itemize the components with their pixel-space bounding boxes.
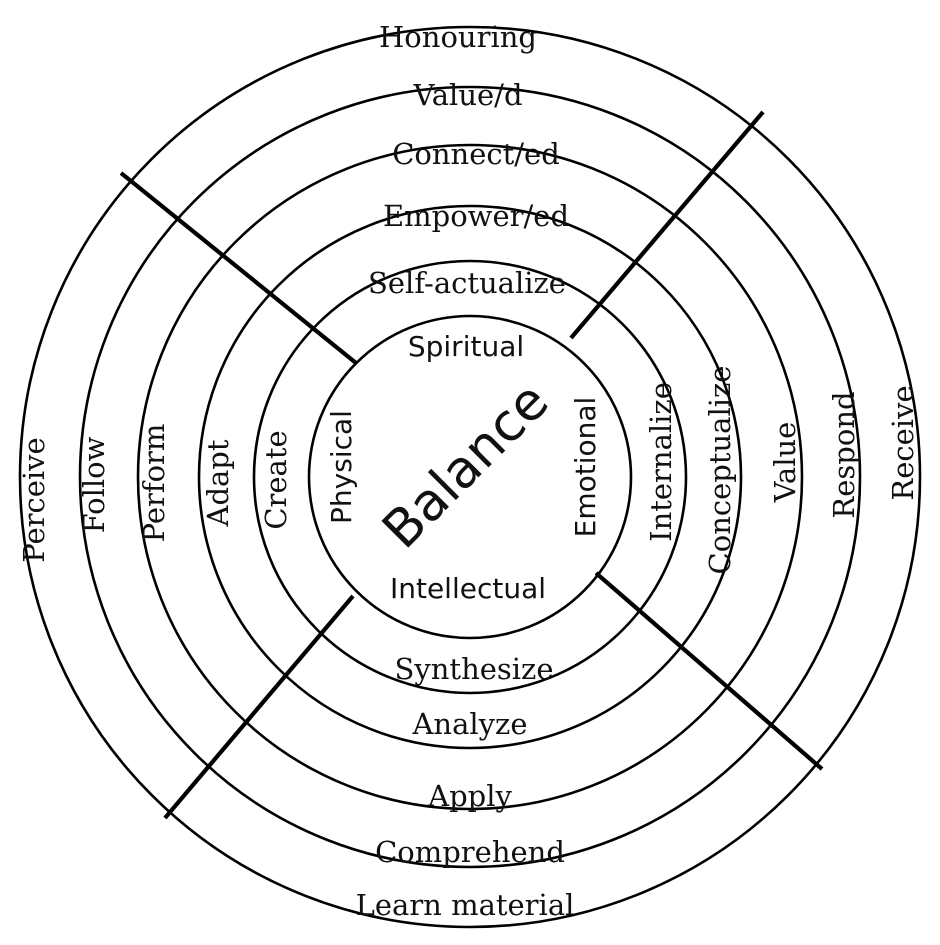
ring-4	[78, 85, 862, 869]
divider-top-right	[569, 110, 765, 340]
ring-label-bottom-1: Synthesize	[394, 652, 553, 686]
domain-labels: Spiritual Intellectual Physical Emotiona…	[325, 330, 602, 605]
ring-5	[18, 25, 922, 929]
divider-bottom-left	[163, 594, 355, 820]
ring-2	[197, 204, 743, 750]
domain-spiritual: Spiritual	[408, 330, 524, 363]
ring-core	[307, 314, 633, 640]
right-ring-labels: Internalize Conceptualize Value Respond …	[644, 366, 920, 575]
domain-intellectual: Intellectual	[390, 572, 546, 605]
ring-label-right-3: Value	[768, 422, 802, 504]
divider-bottom-right	[594, 571, 824, 771]
ring-label-top-2: Empower/ed	[383, 199, 569, 233]
domain-physical: Physical	[325, 410, 358, 524]
ring-label-bottom-2: Analyze	[411, 707, 527, 741]
ring-label-left-2: Adapt	[201, 439, 235, 527]
ring-label-right-5: Receive	[886, 385, 920, 500]
bottom-ring-labels: Synthesize Analyze Apply Comprehend Lear…	[356, 652, 575, 922]
ring-label-top-3: Connect/ed	[392, 137, 560, 171]
concentric-rings	[18, 25, 922, 929]
ring-label-top-1: Self-actualize	[368, 266, 566, 300]
divider-top-left	[119, 171, 358, 365]
ring-label-left-1: Create	[259, 430, 293, 529]
ring-label-left-5: Perceive	[17, 437, 51, 562]
ring-label-bottom-4: Comprehend	[375, 835, 565, 869]
ring-label-bottom-5: Learn material	[356, 888, 575, 922]
top-ring-labels: Self-actualize Empower/ed Connect/ed Val…	[368, 20, 569, 300]
ring-label-right-1: Internalize	[644, 382, 678, 542]
ring-3	[136, 143, 804, 811]
quadrant-dividers	[119, 110, 824, 820]
domain-emotional: Emotional	[569, 397, 602, 538]
ring-label-left-3: Perform	[137, 424, 171, 543]
ring-label-right-4: Respond	[827, 391, 861, 518]
ring-label-top-5: Honouring	[379, 20, 537, 54]
left-ring-labels: Create Adapt Perform Follow Perceive	[17, 424, 293, 563]
ring-1	[252, 259, 688, 695]
ring-label-right-2: Conceptualize	[703, 366, 737, 575]
ring-label-left-4: Follow	[77, 436, 111, 533]
center-balance-label: Balance	[371, 371, 560, 560]
ring-label-top-4: Value/d	[412, 78, 522, 112]
ring-label-bottom-3: Apply	[427, 779, 512, 813]
